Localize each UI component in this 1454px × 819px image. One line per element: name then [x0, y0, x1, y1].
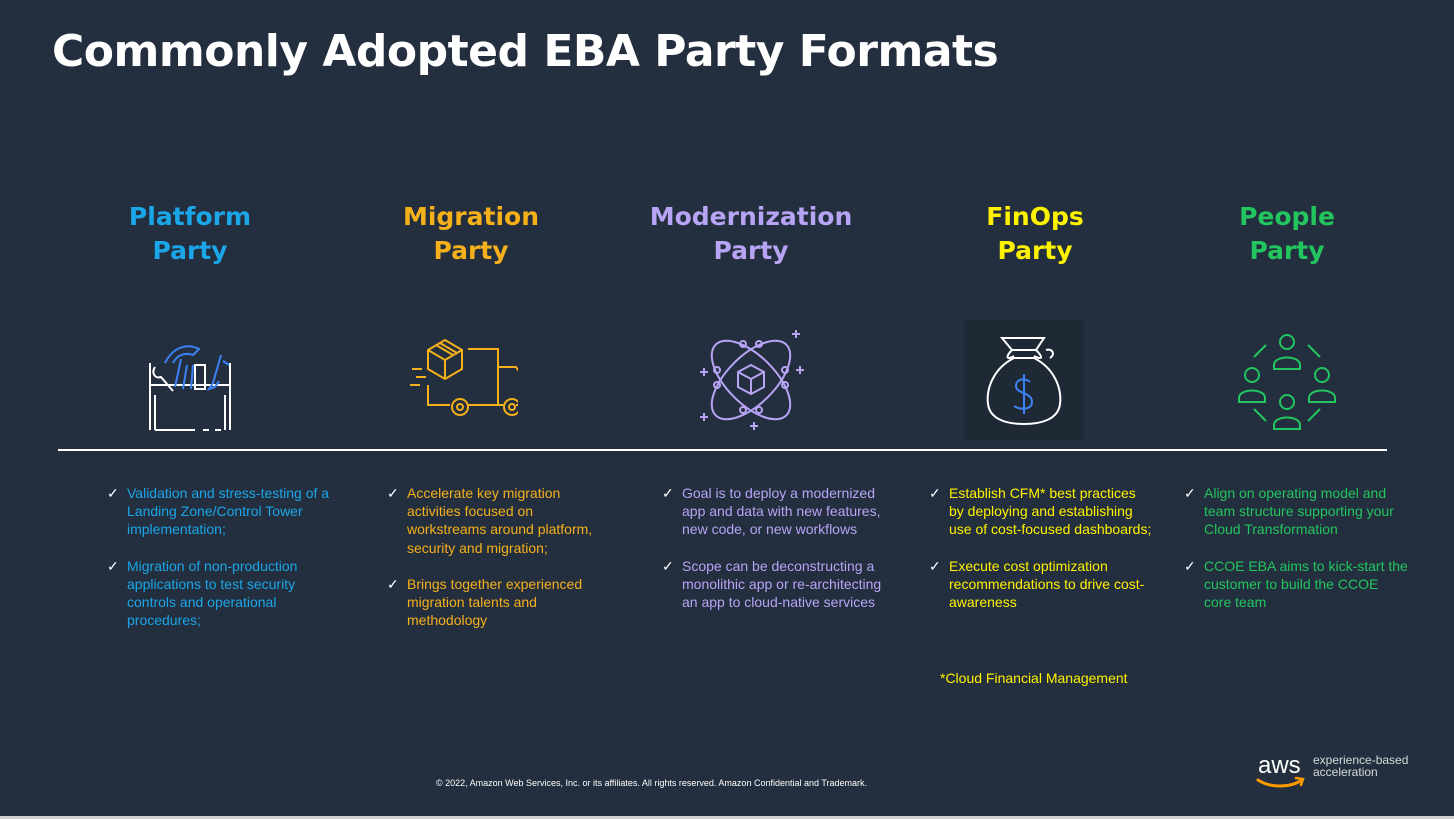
- check-icon: ✓: [107, 485, 119, 501]
- bullet-text: Scope can be deconstructing a monolithic…: [682, 557, 882, 611]
- list-item: ✓ Validation and stress-testing of a Land…: [107, 484, 332, 539]
- logo-line2: acceleration: [1313, 765, 1378, 779]
- orbit-cube-icon: [696, 325, 806, 435]
- list-item: ✓ Execute cost optimization recommendatio…: [929, 557, 1154, 612]
- platform-bullets: ✓ Validation and stress-testing of a Land…: [107, 484, 332, 647]
- bullet-text: Brings together experienced migration ta…: [407, 575, 583, 629]
- list-item: ✓ Establish CFM* best practices by deploy…: [929, 484, 1154, 539]
- platform-title-line1: Platform: [128, 202, 252, 231]
- truck-icon: [408, 325, 518, 435]
- list-item: ✓ Align on operating model and team struc…: [1184, 484, 1409, 539]
- check-icon: ✓: [387, 485, 399, 501]
- bullet-text: Accelerate key migration activities focu…: [407, 485, 593, 556]
- migration-title-line2: Party: [433, 236, 509, 265]
- finops-bullets: ✓ Establish CFM* best practices by deploy…: [929, 484, 1154, 629]
- bullet-text: CCOE EBA aims to kick-start the customer…: [1204, 557, 1408, 611]
- migration-title-line1: Migration: [402, 202, 540, 231]
- modernization-bullets: ✓ Goal is to deploy a modernized app and …: [662, 484, 887, 629]
- list-item: ✓ Brings together experienced migration t…: [387, 575, 612, 630]
- finops-title-line1: FinOps: [986, 202, 1084, 231]
- bullet-text: Align on operating model and team struct…: [1204, 485, 1394, 538]
- finops-party-title: FinOps Party: [905, 200, 1165, 268]
- bullet-text: Goal is to deploy a modernized app and d…: [682, 485, 881, 538]
- people-title-line2: Party: [1249, 236, 1325, 265]
- people-title-line1: People: [1239, 202, 1335, 231]
- list-item: ✓ Scope can be deconstructing a monolithi…: [662, 557, 887, 612]
- people-circle-icon: [1232, 325, 1342, 435]
- bullet-text: Validation and stress-testing of a Landi…: [127, 485, 330, 538]
- list-item: ✓ Goal is to deploy a modernized app and …: [662, 484, 887, 539]
- bullet-text: Execute cost optimization recommendation…: [949, 557, 1145, 611]
- platform-party-title: Platform Party: [60, 200, 320, 268]
- toolbox-icon: [135, 325, 245, 435]
- check-icon: ✓: [107, 557, 119, 574]
- list-item: ✓ Migration of non-production application…: [107, 557, 332, 630]
- money-bag-icon: [964, 320, 1084, 440]
- check-icon: ✓: [1184, 557, 1196, 574]
- finops-title-line2: Party: [997, 236, 1073, 265]
- footnote: *Cloud Financial Management: [940, 670, 1128, 686]
- check-icon: ✓: [662, 557, 674, 574]
- aws-smile-icon: [1256, 776, 1305, 788]
- bottom-border: [0, 816, 1454, 819]
- modernization-title-line1: Modernization: [649, 202, 853, 231]
- page-title: Commonly Adopted EBA Party Formats: [52, 26, 999, 77]
- people-party-title: People Party: [1157, 200, 1417, 268]
- copyright-notice: © 2022, Amazon Web Services, Inc. or its…: [436, 778, 868, 788]
- logo-line1: experience-based: [1313, 753, 1409, 767]
- migration-party-title: Migration Party: [341, 200, 601, 268]
- people-bullets: ✓ Align on operating model and team struc…: [1184, 484, 1409, 629]
- bullet-text: Establish CFM* best practices by deployi…: [949, 485, 1152, 538]
- check-icon: ✓: [929, 557, 941, 574]
- check-icon: ✓: [387, 575, 399, 592]
- platform-title-line2: Party: [152, 236, 228, 265]
- migration-bullets: ✓ Accelerate key migration activities foc…: [387, 484, 612, 647]
- check-icon: ✓: [1184, 485, 1196, 501]
- check-icon: ✓: [662, 485, 674, 501]
- section-divider: [58, 449, 1387, 451]
- check-icon: ✓: [929, 485, 941, 501]
- modernization-title-line2: Party: [713, 236, 789, 265]
- list-item: ✓ Accelerate key migration activities foc…: [387, 484, 612, 557]
- bullet-text: Migration of non-production applications…: [127, 557, 298, 629]
- logo-tagline: experience-based acceleration: [1313, 754, 1408, 778]
- aws-wordmark: aws: [1258, 752, 1301, 779]
- list-item: ✓ CCOE EBA aims to kick-start the custome…: [1184, 557, 1409, 612]
- modernization-party-title: Modernization Party: [621, 200, 881, 268]
- aws-eba-logo: aws experience-based acceleration: [1256, 752, 1426, 796]
